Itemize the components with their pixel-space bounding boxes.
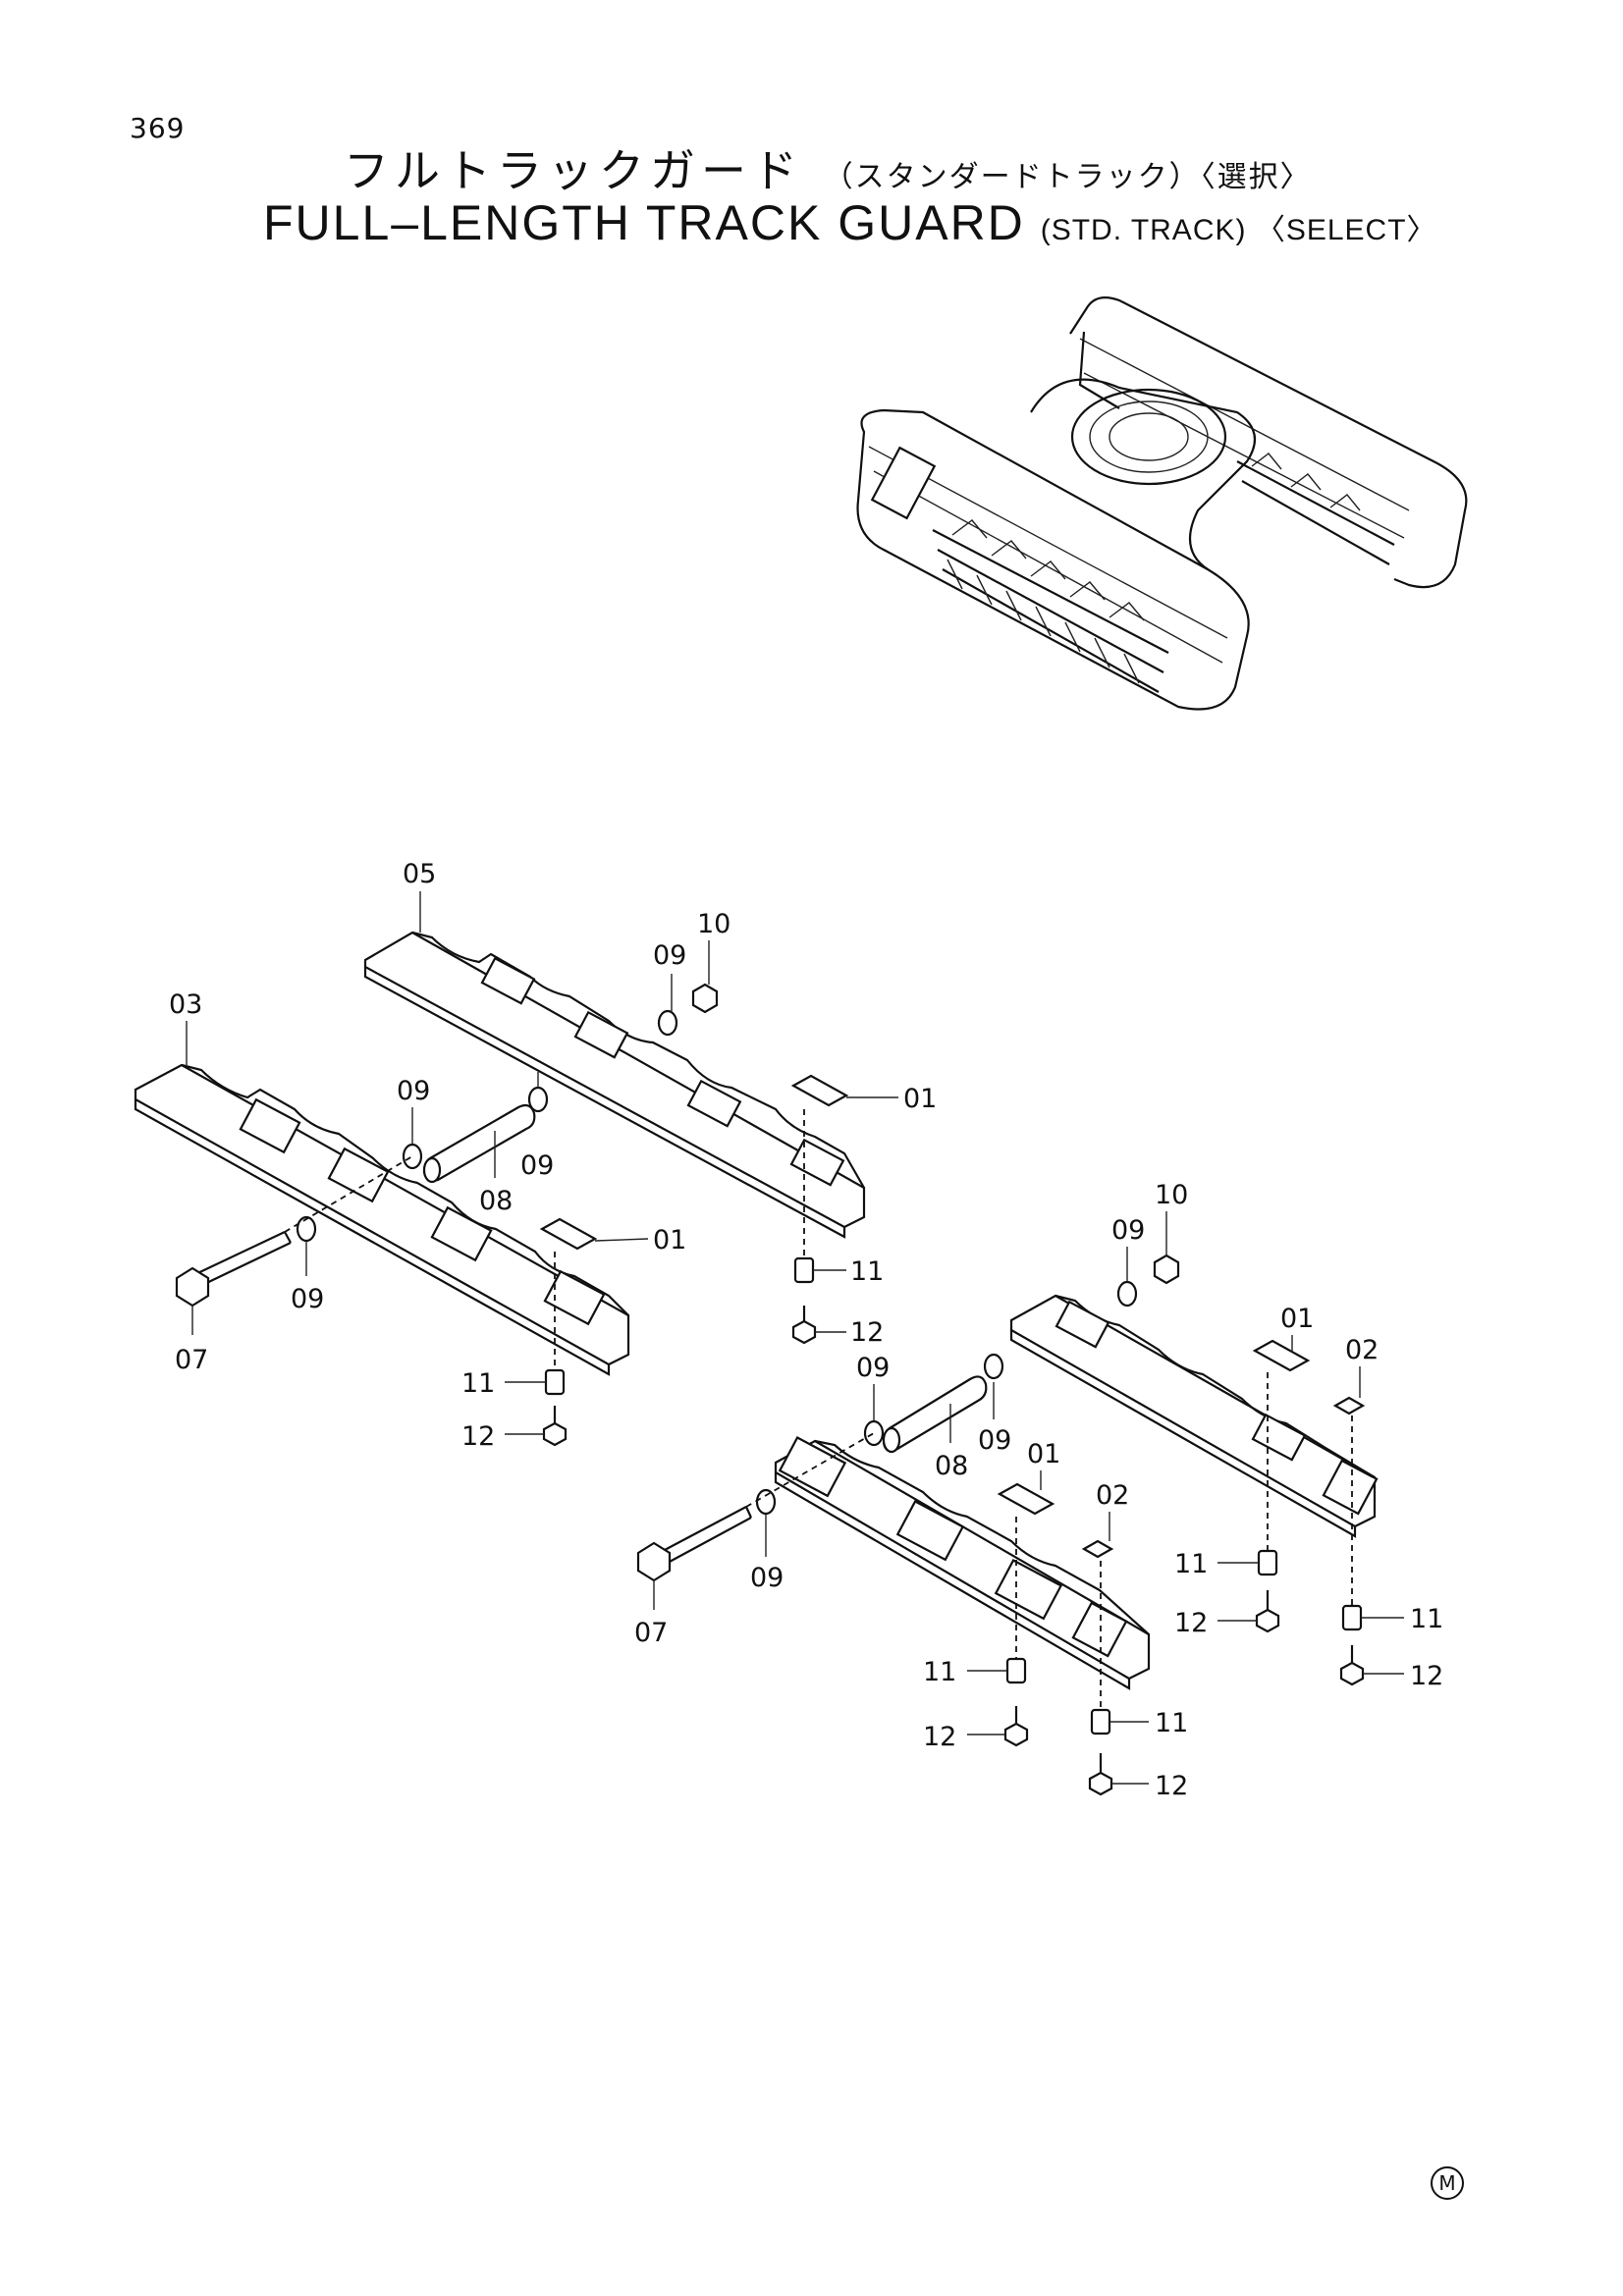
callout-12-f: 12 (1155, 1771, 1188, 1801)
callout-10-right: 10 (1155, 1180, 1188, 1210)
callout-01-right-upper: 01 (1280, 1304, 1314, 1334)
leader-lines (186, 891, 1404, 1785)
washer-09-f (863, 1419, 885, 1447)
callout-09-left-a: 09 (397, 1076, 430, 1106)
callout-11-a: 11 (850, 1256, 884, 1287)
title-english-main: FULL–LENGTH TRACK GUARD (263, 195, 1025, 250)
plate-01-d (997, 1482, 1055, 1516)
washers-09 (296, 1009, 1138, 1516)
callout-09-upper: 09 (653, 940, 686, 971)
callout-10-left: 10 (697, 909, 730, 939)
track-guard-03 (134, 1063, 630, 1376)
callout-02-right-upper: 02 (1345, 1335, 1379, 1365)
registered-mark: M (1431, 2166, 1464, 2200)
callout-01-upper: 01 (903, 1084, 937, 1114)
washer-09-g (983, 1353, 1004, 1380)
washer-09-b (402, 1143, 423, 1170)
guard-right-lower-bracket-4 (1071, 1601, 1128, 1658)
guard-right-lower-bracket-2 (895, 1500, 965, 1562)
guard-05-bracket-2 (573, 1010, 629, 1059)
plate-02-a (1332, 1396, 1366, 1415)
washer-09-a (657, 1009, 678, 1037)
track-guard-right-upper (1009, 1294, 1379, 1538)
title-japanese: フルトラックガード （スタンダードトラック）〈選択〉 (344, 135, 1312, 200)
guard-right-lower-bracket-1 (778, 1436, 847, 1498)
pin-08-left (422, 1103, 536, 1184)
callout-11-e: 11 (923, 1657, 956, 1687)
guard-right-upper-bracket-2 (1251, 1413, 1307, 1462)
callout-12-b: 12 (461, 1421, 495, 1452)
callout-11-f: 11 (1155, 1708, 1188, 1738)
nut-10-right (1153, 1254, 1180, 1285)
title-english-sub: (STD. TRACK) 〈SELECT〉 (1040, 214, 1437, 246)
title-english: FULL–LENGTH TRACK GUARD (STD. TRACK) 〈SE… (263, 194, 1437, 251)
callout-07-right: 07 (634, 1618, 668, 1648)
guard-right-lower-bracket-3 (994, 1559, 1063, 1621)
guard-05-bracket-1 (480, 956, 536, 1005)
assembly-lines (284, 1109, 1353, 1710)
callouts: 05 10 09 03 09 09 08 01 09 01 07 11 12 1… (169, 859, 1443, 1801)
plate-01-b (539, 1217, 598, 1251)
washer-09-h (755, 1488, 777, 1516)
washer-09-e (1116, 1280, 1138, 1308)
callout-01-left: 01 (653, 1225, 686, 1255)
guard-03-bracket-3 (430, 1205, 493, 1262)
callout-12-e: 12 (923, 1722, 956, 1752)
callout-11-c: 11 (1174, 1549, 1208, 1579)
front-idler-guard (870, 446, 937, 520)
callout-12-a: 12 (850, 1317, 884, 1348)
callout-09-left-c: 09 (291, 1284, 324, 1314)
plate-02-b (1081, 1539, 1114, 1559)
callout-09-right-b: 09 (856, 1353, 890, 1383)
callout-12-c: 12 (1174, 1608, 1208, 1638)
callout-09-right-a: 09 (1111, 1215, 1145, 1246)
nut-10-left (691, 983, 719, 1014)
washer-09-d (296, 1215, 317, 1243)
callout-05: 05 (403, 859, 436, 889)
track-guard-05 (363, 931, 866, 1239)
bolt-07-left (175, 1231, 292, 1308)
guard-05-bracket-4 (789, 1138, 845, 1187)
guard-03-bracket-2 (327, 1147, 390, 1203)
bolt-07-right (636, 1506, 753, 1582)
callout-09-left-b: 09 (520, 1150, 554, 1181)
callout-09-right-d: 09 (750, 1563, 784, 1593)
plate-01-c (1252, 1339, 1311, 1372)
plate-01-a (790, 1074, 849, 1107)
callout-12-d: 12 (1410, 1661, 1443, 1691)
title-japanese-sub: （スタンダードトラック）〈選択〉 (823, 160, 1312, 194)
guard-right-upper-bracket-3 (1322, 1459, 1379, 1516)
guard-right-upper-bracket-1 (1055, 1300, 1110, 1349)
callout-01-right-lower: 01 (1027, 1439, 1060, 1469)
page-number: 369 (130, 112, 186, 144)
guard-03-bracket-4 (543, 1269, 606, 1326)
callout-02-right-lower: 02 (1096, 1480, 1129, 1511)
callout-11-d: 11 (1410, 1604, 1443, 1634)
callout-03: 03 (169, 989, 202, 1020)
plates (539, 1074, 1366, 1559)
track-guard-right-lower (774, 1436, 1151, 1690)
undercarriage-overview (856, 295, 1468, 711)
callout-09-right-c: 09 (978, 1425, 1011, 1456)
guard-03-bracket-1 (239, 1097, 301, 1154)
washer-09-c (527, 1086, 549, 1113)
guard-05-bracket-3 (686, 1079, 742, 1128)
title-japanese-main: フルトラックガード (344, 144, 803, 197)
callout-07-left: 07 (175, 1345, 208, 1375)
callout-08-left: 08 (479, 1186, 513, 1216)
pin-08-right (882, 1375, 988, 1454)
callout-08-right: 08 (935, 1451, 968, 1481)
callout-11-b: 11 (461, 1368, 495, 1399)
